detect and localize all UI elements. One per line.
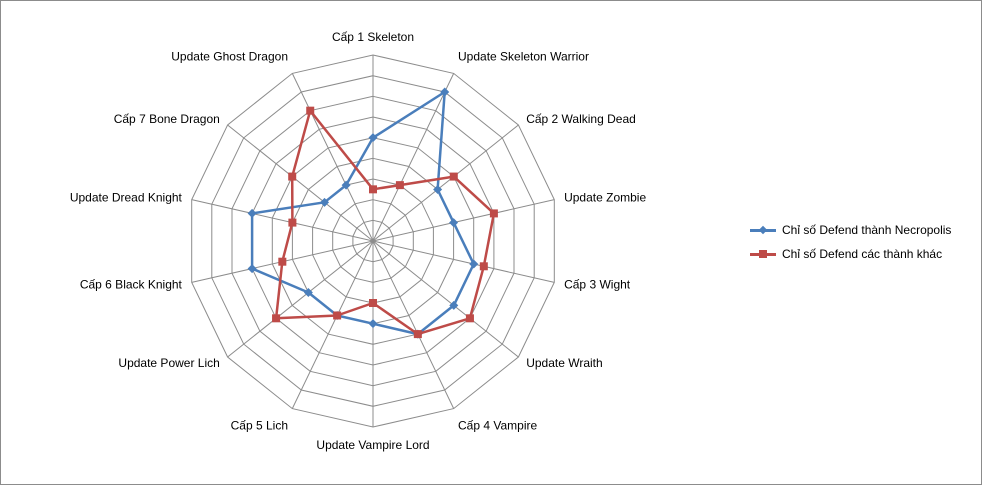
data-point-marker: [449, 218, 459, 228]
data-point-marker: [247, 264, 257, 274]
data-point-marker: [449, 300, 459, 310]
data-point-marker: [440, 87, 450, 97]
grid-spoke: [372, 124, 519, 242]
chart-legend: Chỉ số Defend thành Necropolis Chỉ số De…: [750, 218, 951, 266]
grid-spoke: [291, 73, 374, 242]
grid-spoke: [191, 199, 374, 242]
series-line: [250, 90, 475, 336]
data-point-marker: [320, 197, 330, 207]
data-point-marker: [369, 185, 377, 194]
grid-spoke: [372, 199, 555, 242]
category-label: Cấp 1 Skeleton: [332, 30, 414, 44]
legend-item-necropolis: Chỉ số Defend thành Necropolis: [750, 218, 951, 242]
data-point-marker: [449, 172, 458, 181]
data-point-marker: [469, 259, 479, 269]
data-point-marker: [465, 314, 474, 323]
data-point-marker: [395, 181, 404, 190]
legend-item-other-towns: Chỉ số Defend các thành khác: [750, 242, 951, 266]
legend-label-other-towns: Chỉ số Defend các thành khác: [782, 247, 943, 261]
category-label: Cấp 5 Lich: [231, 419, 288, 433]
category-label: Cấp 3 Wight: [564, 278, 631, 292]
grid-spoke: [372, 240, 455, 409]
category-label: Cấp 4 Vampire: [458, 419, 537, 433]
data-point-marker: [341, 180, 351, 190]
data-point-marker: [433, 184, 443, 194]
category-label: Update Power Lich: [118, 356, 219, 370]
legend-swatch-other-towns: [750, 248, 776, 260]
category-label: Update Dread Knight: [70, 190, 183, 204]
category-label: Cấp 6 Black Knight: [80, 278, 183, 292]
grid-spoke: [372, 73, 455, 242]
data-point-marker: [288, 218, 297, 227]
data-point-marker: [413, 330, 422, 339]
grid-spoke: [227, 124, 374, 242]
grid-spoke: [372, 240, 555, 283]
data-point-marker: [479, 262, 488, 271]
legend-swatch-necropolis: [750, 224, 776, 236]
data-point-marker: [368, 319, 378, 329]
data-point-marker: [272, 314, 281, 323]
data-point-marker: [288, 172, 297, 181]
category-label: Update Wraith: [526, 356, 602, 370]
data-point-marker: [303, 288, 313, 298]
category-label: Update Skeleton Warrior: [458, 49, 589, 63]
data-point-marker: [489, 209, 498, 218]
data-point-marker: [369, 299, 377, 307]
grid-spoke: [291, 240, 374, 409]
data-point-marker: [247, 208, 257, 218]
category-label: Update Ghost Dragon: [171, 49, 288, 63]
data-point-marker: [278, 257, 287, 266]
data-point-marker: [306, 106, 315, 115]
category-label: Cấp 2 Walking Dead: [526, 112, 636, 126]
grid-spoke: [227, 240, 374, 358]
data-point-marker: [368, 133, 378, 143]
category-label: Cấp 7 Bone Dragon: [114, 112, 220, 126]
legend-label-necropolis: Chỉ số Defend thành Necropolis: [782, 223, 952, 237]
data-point-marker: [333, 311, 342, 320]
grid-spoke: [372, 240, 519, 358]
category-label: Update Vampire Lord: [316, 438, 429, 452]
category-label: Update Zombie: [564, 190, 646, 204]
